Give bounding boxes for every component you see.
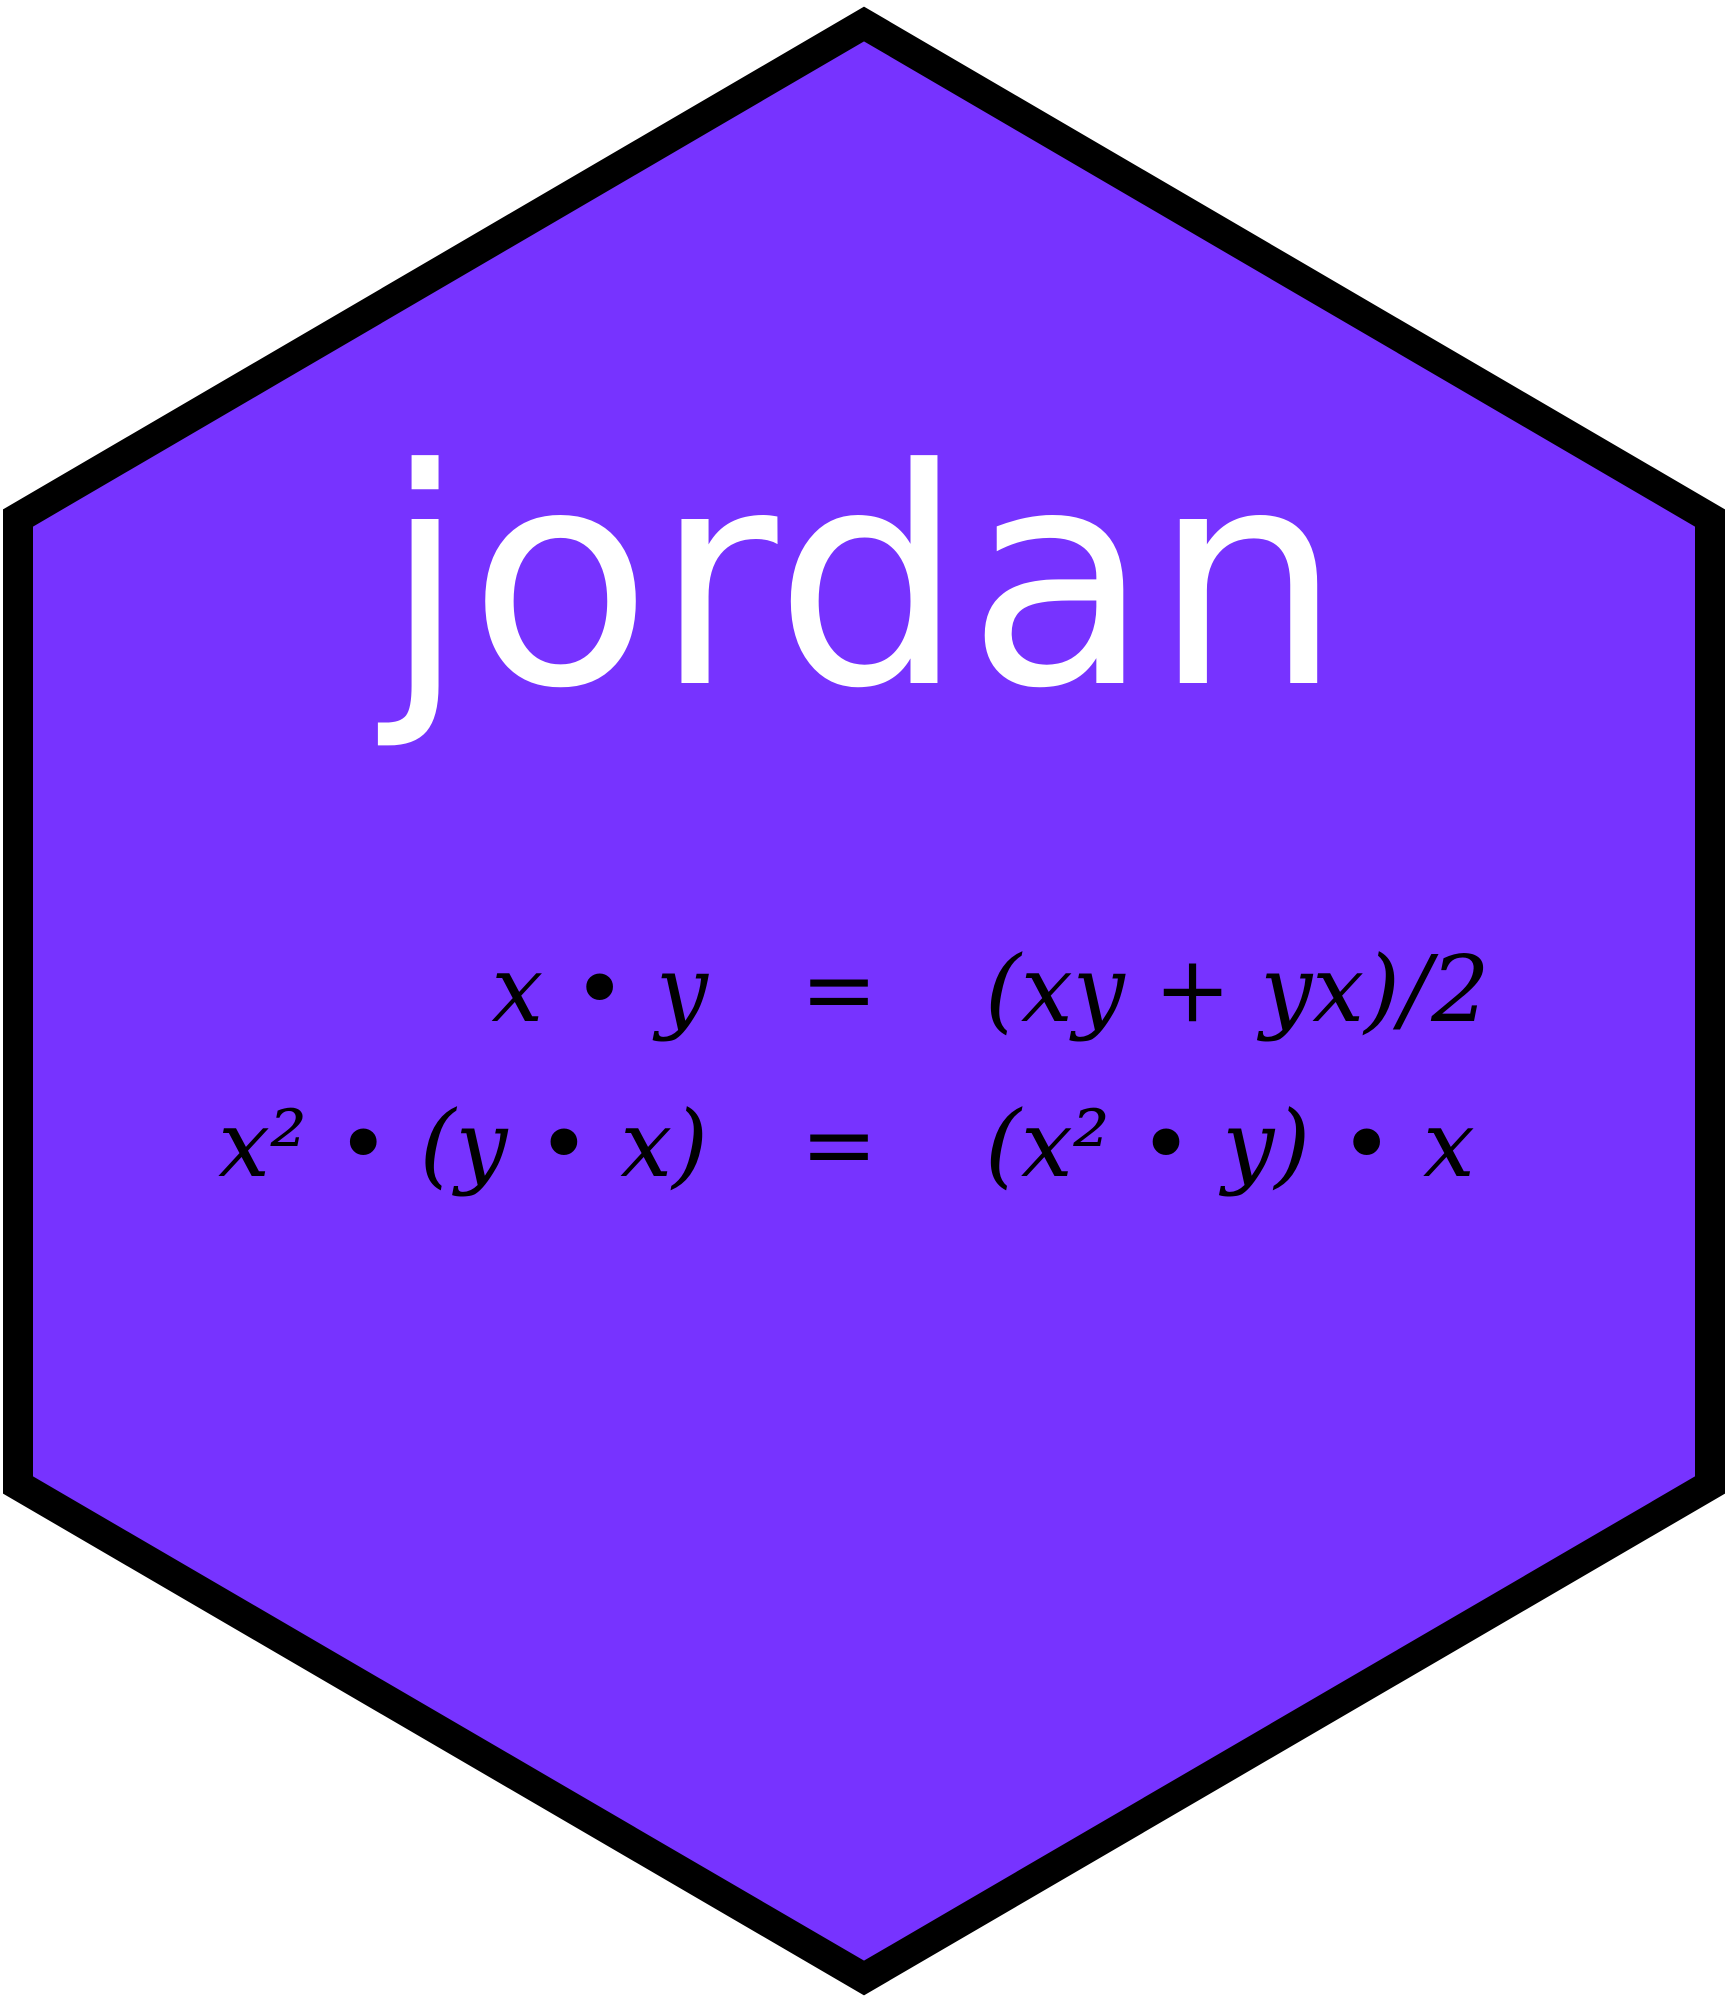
equation-row: x² • (y • x) = (x² • y) • x bbox=[0, 1075, 1728, 1215]
equals-sign: = bbox=[800, 1091, 878, 1198]
package-title: jordan bbox=[383, 405, 1345, 754]
equation-row: x • y = (xy + yx)/2 bbox=[0, 920, 1728, 1060]
equals-sign: = bbox=[800, 936, 878, 1043]
equation-rhs: (xy + yx)/2 bbox=[985, 936, 1490, 1043]
equation-rhs: (x² • y) • x bbox=[985, 1091, 1475, 1198]
equation-lhs: x • y bbox=[491, 936, 708, 1043]
equation-lhs: x² • (y • x) bbox=[218, 1091, 708, 1198]
hexagon-outline bbox=[3, 6, 1725, 1996]
